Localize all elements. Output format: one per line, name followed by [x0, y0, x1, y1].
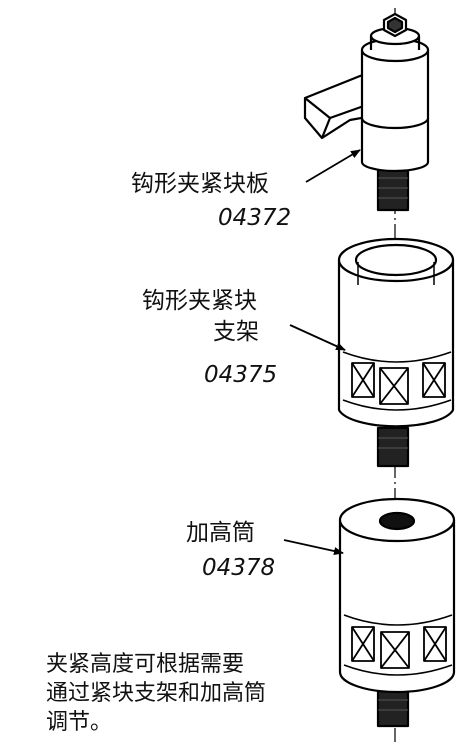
note-line-1: 夹紧高度可根据需要 [46, 652, 245, 677]
part-code-04375: 04375 [204, 362, 278, 388]
adjustment-note: 夹紧高度可根据需要 通过紧块支架和加高筒 调节。 [46, 650, 266, 737]
extension-sleeve-drawing [338, 497, 456, 728]
leader-arrow-plate [305, 149, 361, 183]
note-line-3: 调节。 [46, 710, 113, 735]
part-label-hook-clamp-plate: 钩形夹紧块板 [131, 171, 269, 197]
part-code-04372: 04372 [218, 205, 292, 231]
note-line-2: 通过紧块支架和加高筒 [46, 681, 267, 706]
leader-arrow-sleeve [283, 539, 344, 555]
part-label-hook-clamp-support-line2: 支架 [213, 319, 259, 345]
part-label-extension-sleeve: 加高筒 [186, 520, 255, 546]
leader-arrow-support [289, 324, 346, 351]
hook-clamp-plate-drawing [303, 12, 430, 212]
part-code-04378: 04378 [202, 555, 276, 581]
part-label-hook-clamp-support-line1: 钩形夹紧块 [142, 288, 257, 314]
hook-clamp-support-drawing [337, 237, 455, 468]
